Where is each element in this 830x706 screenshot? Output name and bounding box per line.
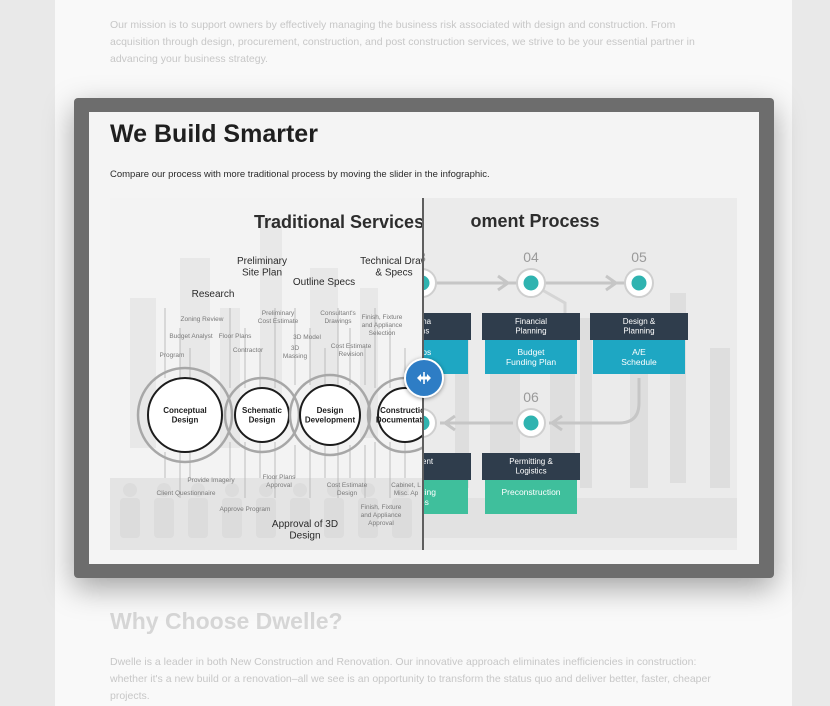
step-tile-4-light <box>485 480 577 514</box>
step-node-dot <box>523 415 539 431</box>
mission-text: Our mission is to support owners by effe… <box>110 19 695 65</box>
step-tile-2-light <box>593 340 685 374</box>
bottom-label-1: Client Questionnaire <box>157 490 216 497</box>
why-choose-text: Dwelle is a leader in both New Construct… <box>110 656 711 702</box>
worker-head-1 <box>157 483 171 497</box>
phase-outer-ring <box>136 366 234 464</box>
bg-building-4 <box>360 288 378 438</box>
worker-body-5 <box>290 498 310 538</box>
step-tile-1-light <box>485 340 577 374</box>
worker-body-3 <box>222 498 242 538</box>
phase-inner-circle <box>377 387 423 443</box>
step-node-dot <box>631 275 647 291</box>
top-label-5: Budget Analyst <box>169 333 213 340</box>
skyline-building-2 <box>580 318 592 488</box>
worker-head-5 <box>293 483 307 497</box>
skyline-building-1 <box>630 338 648 488</box>
why-choose-heading: Why Choose Dwelle? <box>110 608 343 634</box>
skyline-building-4 <box>710 348 730 488</box>
top-label-6: Floor Plans <box>219 333 253 340</box>
top-label-0: Research <box>192 289 235 300</box>
arrow-6-7 <box>442 414 456 432</box>
step-number: 04 <box>523 249 539 265</box>
phase-label-3: ConstructionDocumentation <box>376 406 423 425</box>
step-number: 05 <box>631 249 647 265</box>
worker-body-8 <box>392 498 412 538</box>
top-label-2: Outline Specs <box>293 277 355 288</box>
double-arrow-icon <box>417 372 431 384</box>
step-tile-4-dark-text: Permitting &Logistics <box>509 457 553 476</box>
step-tile-4-dark <box>482 453 580 480</box>
step-tile-4-light-text: Preconstruction <box>501 487 560 497</box>
connector-5-6 <box>549 378 641 425</box>
worker-head-2 <box>191 483 205 497</box>
top-label-10: 3D Model <box>293 334 321 341</box>
step-node-dot <box>523 275 539 291</box>
worker-head-8 <box>395 483 409 497</box>
worker-body-7 <box>358 498 378 538</box>
bg-building-0 <box>260 218 282 418</box>
phase-inner-circle <box>147 377 223 453</box>
step-number: 06 <box>523 389 539 405</box>
worker-head-3 <box>225 483 239 497</box>
worker-head-4 <box>259 483 273 497</box>
worker-body-1 <box>154 498 174 538</box>
arrow-4-5 <box>605 274 619 292</box>
top-label-7: Program <box>160 352 185 359</box>
top-label-4: Zoning Review <box>181 316 224 323</box>
step-tile-2-dark-text: Design &Planning <box>623 317 656 336</box>
step-tile-2-dark <box>590 313 688 340</box>
bottom-label-0: Provide Imagery <box>187 477 235 484</box>
worker-body-4 <box>256 498 276 538</box>
right-title: oment Process <box>470 211 599 231</box>
phase-outer-ring <box>288 373 372 457</box>
worker-body-6 <box>324 498 344 538</box>
arrow-5-6 <box>549 414 563 432</box>
step-tile-1-dark <box>482 313 580 340</box>
arrow-3-4 <box>497 274 511 292</box>
worker-body-2 <box>188 498 208 538</box>
top-label-8: Contractor <box>233 347 264 354</box>
worker-body-0 <box>120 498 140 538</box>
bottom-label-3: Approve Program <box>220 506 271 513</box>
comparison-infographic: oment Process3ariosermaions04BudgetFundi… <box>110 198 737 550</box>
top-label-3: Technical Draw& Specs <box>360 256 423 279</box>
modal-title: We Build Smarter <box>110 120 318 148</box>
ground-band <box>420 498 737 538</box>
modal-subtitle: Compare our process with more traditiona… <box>110 169 490 180</box>
worker-head-0 <box>123 483 137 497</box>
slider-handle[interactable] <box>404 358 444 398</box>
left-title: Traditional Services <box>254 212 423 232</box>
phase-inner-circle <box>299 384 361 446</box>
